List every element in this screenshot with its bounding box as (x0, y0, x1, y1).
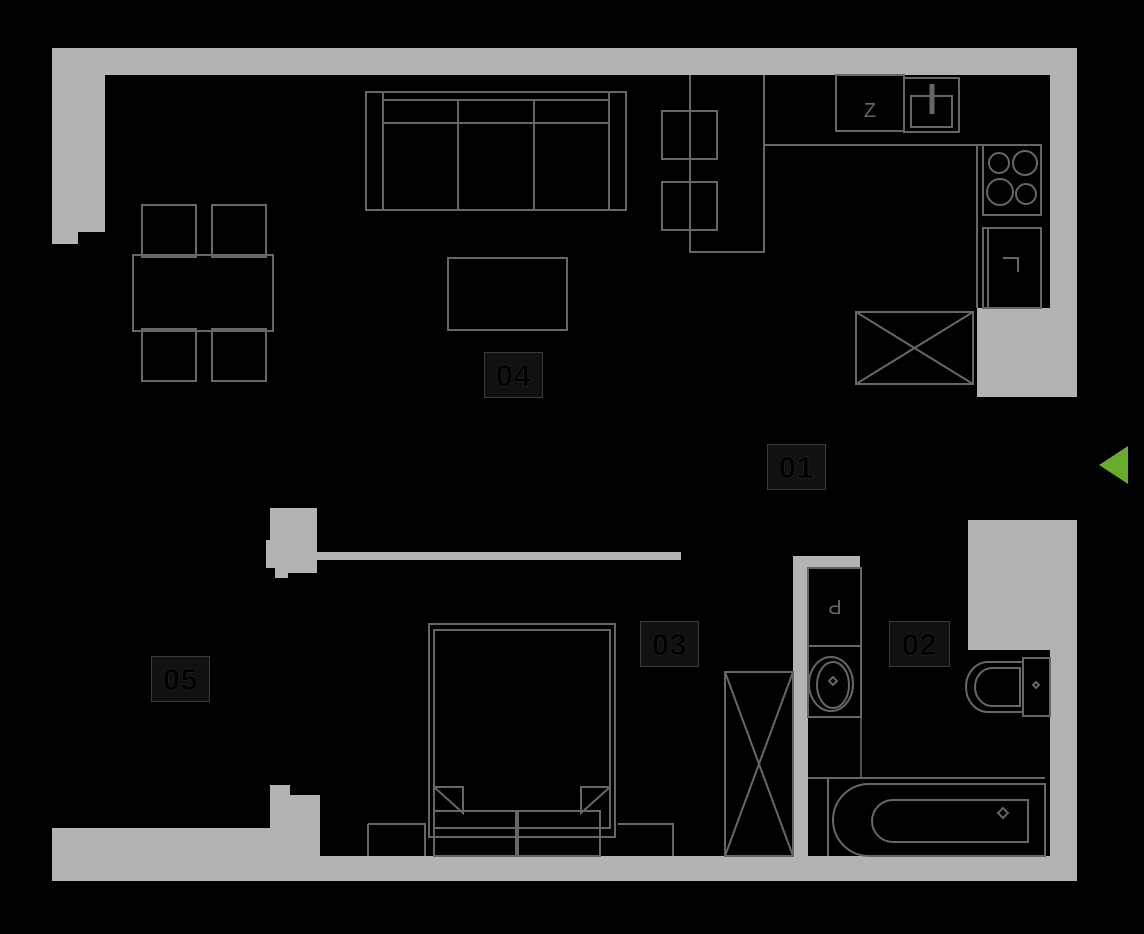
bathtub-drain (996, 806, 1010, 820)
burner-bl (986, 178, 1014, 206)
toilet (965, 657, 1051, 717)
dishwasher-label: Z (864, 100, 876, 122)
wall-hall-partition-block (266, 508, 317, 578)
toilet-bowl-inner (974, 667, 1021, 707)
double-bed (428, 623, 616, 857)
sofa-cushion-back-2 (457, 99, 535, 124)
washbasin-bowl-outer (808, 656, 854, 712)
sink-outer (903, 77, 960, 133)
kitchen-storage-body (855, 311, 974, 385)
room-tag-02[interactable]: 02 (889, 621, 950, 667)
furniture (132, 74, 1051, 857)
coffee-table (447, 257, 568, 331)
refrigerator-hinge-mark (1003, 257, 1019, 272)
wardrobe (724, 671, 794, 857)
kitchen-storage-cross-2 (855, 311, 974, 385)
bed-pillow-fold-left (433, 786, 464, 816)
room-tag-04[interactable]: 04 (484, 352, 543, 398)
bed-pillow-left (433, 810, 517, 857)
dining-chair-tr (211, 204, 267, 258)
wall-upper-left (52, 48, 105, 244)
bed-mattress-inner (433, 629, 611, 829)
wall-terrace-slab (52, 828, 270, 856)
room-tag-04-label: 04 (495, 357, 532, 393)
cooktop-body (982, 144, 1042, 216)
wall-right-kitchen-notch (977, 308, 1050, 397)
dining-set (132, 204, 274, 382)
wall-lower-right-block-2 (968, 558, 1050, 650)
sofa-left-armrest (365, 91, 384, 211)
refrigerator-body (982, 227, 1042, 309)
room-tag-03[interactable]: 03 (640, 621, 699, 667)
nightstand-right (618, 823, 674, 856)
dining-table (132, 254, 274, 332)
sofa-right-armrest (608, 91, 627, 211)
cooktop-four-burner (982, 144, 1042, 216)
burner-br (1015, 183, 1037, 205)
bed-pillow-fold-right (580, 786, 611, 816)
wall-top (52, 48, 1077, 75)
wall-right-upper (1050, 48, 1077, 397)
burner-tl (988, 152, 1010, 174)
wall-lower-right-block (968, 520, 1050, 560)
refrigerator (982, 227, 1042, 309)
bed-mattress-outer (428, 623, 616, 838)
bathtub (808, 777, 1046, 857)
sofa-cushion-seat-3 (533, 122, 610, 211)
sofa-cushion-back-3 (533, 99, 610, 124)
burner-tr (1012, 150, 1038, 176)
wardrobe-cross-2 (724, 671, 794, 857)
sofa-cushion-seat-2 (457, 122, 535, 211)
sofa-cushion-back-1 (382, 99, 459, 124)
toilet-flush-button (1031, 680, 1041, 690)
sofa-three-seat (365, 91, 627, 211)
wall-bathroom-left (793, 556, 808, 858)
dining-chair-tl (141, 204, 197, 258)
entrance-arrow-icon[interactable] (1099, 446, 1128, 484)
kitchen-island-outline (689, 75, 765, 253)
kitchen-sink (903, 77, 960, 133)
toilet-cistern (1022, 657, 1051, 717)
wall-right-lower (1050, 520, 1077, 881)
sofa-cushion-seat-1 (382, 122, 459, 211)
walls (52, 48, 1077, 881)
washbasin (807, 645, 862, 718)
washbasin-drain (827, 675, 839, 687)
nightstand-left (368, 823, 426, 856)
room-tag-02-label: 02 (901, 626, 938, 662)
room-tag-01-label: 01 (778, 449, 815, 485)
sofa-backrest (382, 91, 610, 101)
dining-chair-bl (141, 328, 197, 382)
room-tag-01[interactable]: 01 (767, 444, 826, 490)
wall-bottom (52, 856, 1077, 881)
dining-chair-br (211, 328, 267, 382)
kitchen-counter-run (763, 75, 1006, 146)
kitchen-counters (689, 75, 1006, 308)
wardrobe-body (724, 671, 794, 857)
kitchen-storage-unit (855, 311, 974, 385)
wall-terrace-riser (270, 785, 320, 856)
wall-bathroom-top (793, 556, 860, 568)
bathtub-outer (832, 783, 1046, 857)
room-tag-05-label: 05 (162, 661, 199, 697)
wall-thin-partition (317, 552, 681, 560)
bathtub-inner (871, 799, 1029, 843)
room-tag-03-label: 03 (651, 626, 688, 662)
washbasin-bowl-inner (816, 661, 850, 709)
nightstands (367, 823, 674, 856)
room-tag-05[interactable]: 05 (151, 656, 210, 702)
toilet-bowl (965, 661, 1024, 713)
washing-machine-label: P (828, 595, 841, 617)
bed-pillow-right (517, 810, 601, 857)
